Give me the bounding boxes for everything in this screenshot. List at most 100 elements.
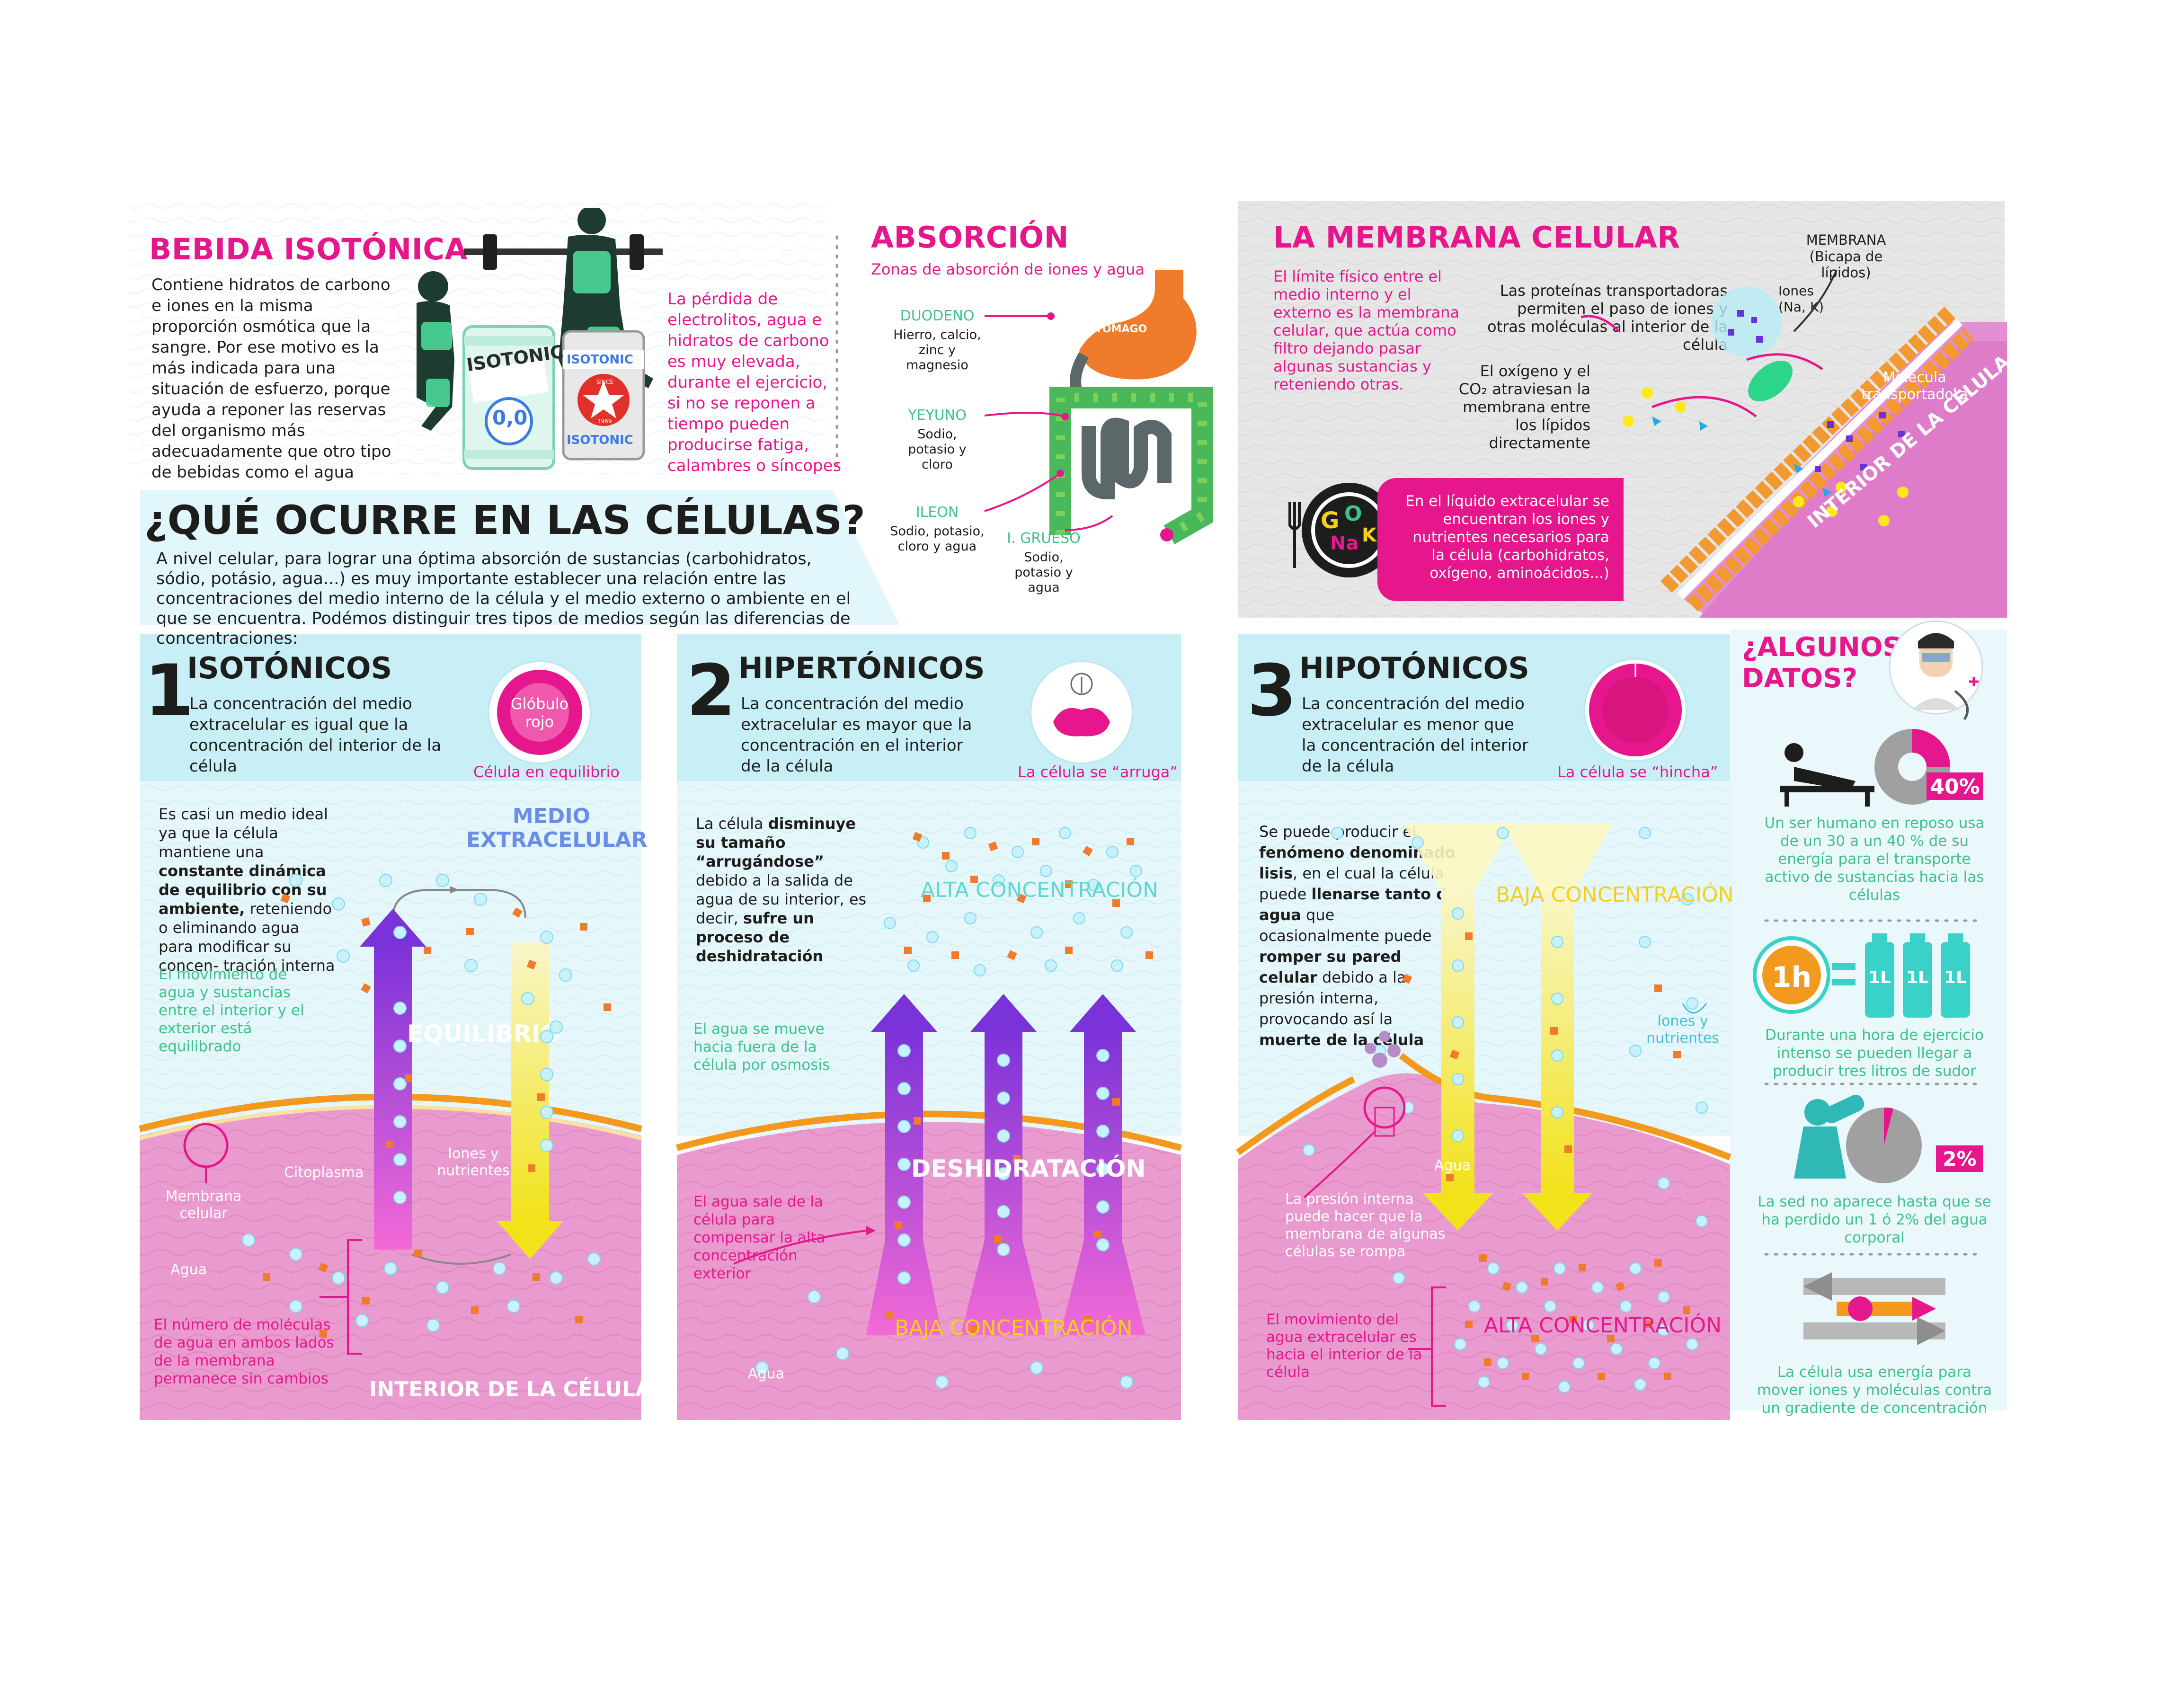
fact-2-value: 1h <box>1771 961 1812 994</box>
red-blood-cell-badge <box>488 660 592 764</box>
shrunk-cell-badge <box>1030 660 1134 764</box>
cells-intro: A nivel celular, para lograr una óptima … <box>156 550 851 648</box>
panel-1-number: 1 <box>144 650 194 732</box>
arrow-down-head <box>497 1221 563 1259</box>
barbell-plate-left <box>483 234 497 270</box>
panel-1-body: Es casi un medio ideal ya que la célula … <box>159 805 335 975</box>
panel-3-arrows-particles <box>1303 824 1708 1407</box>
fact-2-bottle-1: 1L <box>1868 968 1891 987</box>
plate-letter-o: O <box>1344 502 1362 526</box>
panel-3-baja-label: BAJA CONCENTRACIÓN <box>1496 883 1734 907</box>
isotonic-side-note: La pérdida de electrolitos, agua e hidra… <box>667 290 842 475</box>
membrane-intro: El límite físico entre el medio interno … <box>1273 267 1460 393</box>
absorption-subtitle: Zonas de absorción de iones y agua <box>871 260 1145 278</box>
panel-3-alta-label: ALTA CONCENTRACIÓN <box>1484 1313 1722 1338</box>
isotonic-can-2 <box>562 330 645 461</box>
panel-3-pressure-note: La presión interna puede hacer que la me… <box>1285 1191 1446 1260</box>
panel-1-desc: La concentración del medio extracelular … <box>189 694 442 776</box>
fact-3-value: 2% <box>1943 1147 1977 1171</box>
barbell-plate-right <box>630 234 644 270</box>
isotonic-can-1 <box>462 325 555 470</box>
panel-2-green-note: El agua se mueve hacia fuera de la célul… <box>693 1020 830 1073</box>
colon-marker <box>1160 528 1173 541</box>
panel-1-mag-note: El número de moléculas de agua en ambos … <box>154 1316 334 1387</box>
membrane-label: MEMBRANA <box>1806 232 1886 248</box>
fact-4-illustration <box>1803 1272 1945 1345</box>
panel-1-membrana: Membrana celular <box>165 1188 242 1222</box>
zone-grueso-desc: Sodio, potasio y agua <box>1014 550 1073 595</box>
plate-illustration <box>1288 483 1396 577</box>
zone-yeyuno-desc: Sodio, potasio y cloro <box>908 427 967 472</box>
zone-duodeno-desc: Hierro, calcio, zinc y magnesio <box>893 328 981 373</box>
fact-2-text: Durante una hora de ejercicio intenso se… <box>1765 1027 1984 1080</box>
plate-letter-na: Na <box>1330 532 1359 554</box>
panel-3-number: 3 <box>1247 650 1297 732</box>
zone-ileon-desc: Sodio, potasio, cloro y agua <box>890 524 985 554</box>
panel-1-title: ISOTÓNICOS <box>187 651 392 685</box>
panel-1-citoplasma: Citoplasma <box>284 1164 364 1181</box>
fact-1-value: 40% <box>1930 775 1980 799</box>
panel-2-number: 2 <box>686 650 736 732</box>
plate-letter-k: K <box>1362 524 1376 546</box>
can-2-year: 1969 <box>597 418 612 425</box>
transporter-label: Molécula transportadora <box>1861 369 1968 403</box>
membrane-zoom-circle <box>183 1123 229 1168</box>
can-2-since: SINCE <box>596 379 614 385</box>
transporter-molecule <box>1748 360 1793 402</box>
doctor-icon <box>1889 620 1983 720</box>
zone-ileon-name: ILEON <box>915 504 959 521</box>
panel-3-desc: La concentración del medio extracelular … <box>1302 694 1528 776</box>
panel-3-title: HIPOTÓNICOS <box>1299 651 1529 685</box>
panel-1-arrows <box>360 886 563 1265</box>
panel-2-mag-note: El agua sale de la célula para compensar… <box>693 1193 826 1282</box>
panel-2-title: HIPERTÓNICOS <box>738 651 985 685</box>
stomach-shape <box>1079 270 1197 380</box>
digestive-system-illustration <box>1049 270 1213 544</box>
panel-1-badge-label: Glóbulo rojo <box>510 695 569 731</box>
panel-1-interior: INTERIOR DE LA CÉLULA <box>369 1377 652 1401</box>
membrane-title: LA MEMBRANA CELULAR <box>1273 220 1680 255</box>
fact-3-value-box <box>1936 1145 1983 1172</box>
zone-yeyuno-name: YEYUNO <box>908 407 967 424</box>
panel-1-particles <box>183 874 611 1355</box>
fork-icon <box>1288 502 1301 568</box>
stomach-label: ESTÓMAGO <box>1081 323 1147 335</box>
can-2-label-top: ISOTONIC <box>567 353 633 367</box>
zone-duodeno-name: DUODENO <box>900 308 975 324</box>
panel-2-arrow-label: DESHIDRATACIÓN <box>911 1155 1146 1182</box>
zone-grueso-name: I. GRUESO <box>1007 530 1081 547</box>
membrane-proteins-note: Las proteínas transportadoras permiten e… <box>1487 282 1728 354</box>
isotonic-title: BEBIDA ISOTÓNICA <box>149 232 468 266</box>
swollen-cell-badge <box>1583 658 1687 762</box>
panel-2-body: La célula disminuye su tamaño “arrugándo… <box>696 815 867 965</box>
panel-3-iones: Iones y nutrientes <box>1646 1013 1719 1047</box>
fact-3-illustration <box>1794 1094 1922 1183</box>
panel-1-green-note: El movimiento de agua y sustancias entre… <box>159 966 304 1055</box>
athletes-illustration <box>417 208 663 470</box>
panel-2-badge-caption: La célula se “arruga” <box>1018 763 1178 781</box>
fact-4-text: La célula usa energía para mover iones y… <box>1757 1364 1992 1417</box>
fact-2-illustration <box>1753 933 1970 1018</box>
panel-1-iones: Iones y nutrientes <box>437 1145 510 1179</box>
isotonic-body: Contiene hidratos de carbono e iones en … <box>151 275 391 482</box>
cell-membrane-illustration <box>1580 269 2007 618</box>
fact-2-bottle-2: 1L <box>1906 968 1929 987</box>
arrow-up-head <box>360 909 426 947</box>
data-title: ¿ALGUNOS DATOS? <box>1742 632 1902 694</box>
panel-2-desc: La concentración del medio extracelular … <box>741 694 972 776</box>
panel-2-arrows-particles <box>733 827 1153 1389</box>
fact-1-value-box <box>1927 772 1983 800</box>
liquid-note-box <box>1377 478 1624 601</box>
panel-2-alta-label: ALTA CONCENTRACIÓN <box>921 878 1159 902</box>
cells-title: ¿QUÉ OCURRE EN LAS CÉLULAS? <box>144 497 865 543</box>
burst-zoom-circle <box>1363 1086 1406 1129</box>
liquid-note: En el líquido extracelular se encuentran… <box>1405 493 1609 582</box>
panel-2-baja-label: BAJA CONCENTRACIÓN <box>895 1316 1133 1340</box>
panel-3-agua: Agua <box>1434 1157 1471 1174</box>
panel-1-arrow-label: EQUILIBRIO <box>407 1020 561 1047</box>
panel-3-mag-note: El movimiento del agua extracelular es h… <box>1266 1311 1422 1381</box>
star-icon <box>583 381 624 418</box>
absorption-pointers <box>984 312 1113 531</box>
can-2-label-bottom: ISOTONIC <box>567 433 633 447</box>
